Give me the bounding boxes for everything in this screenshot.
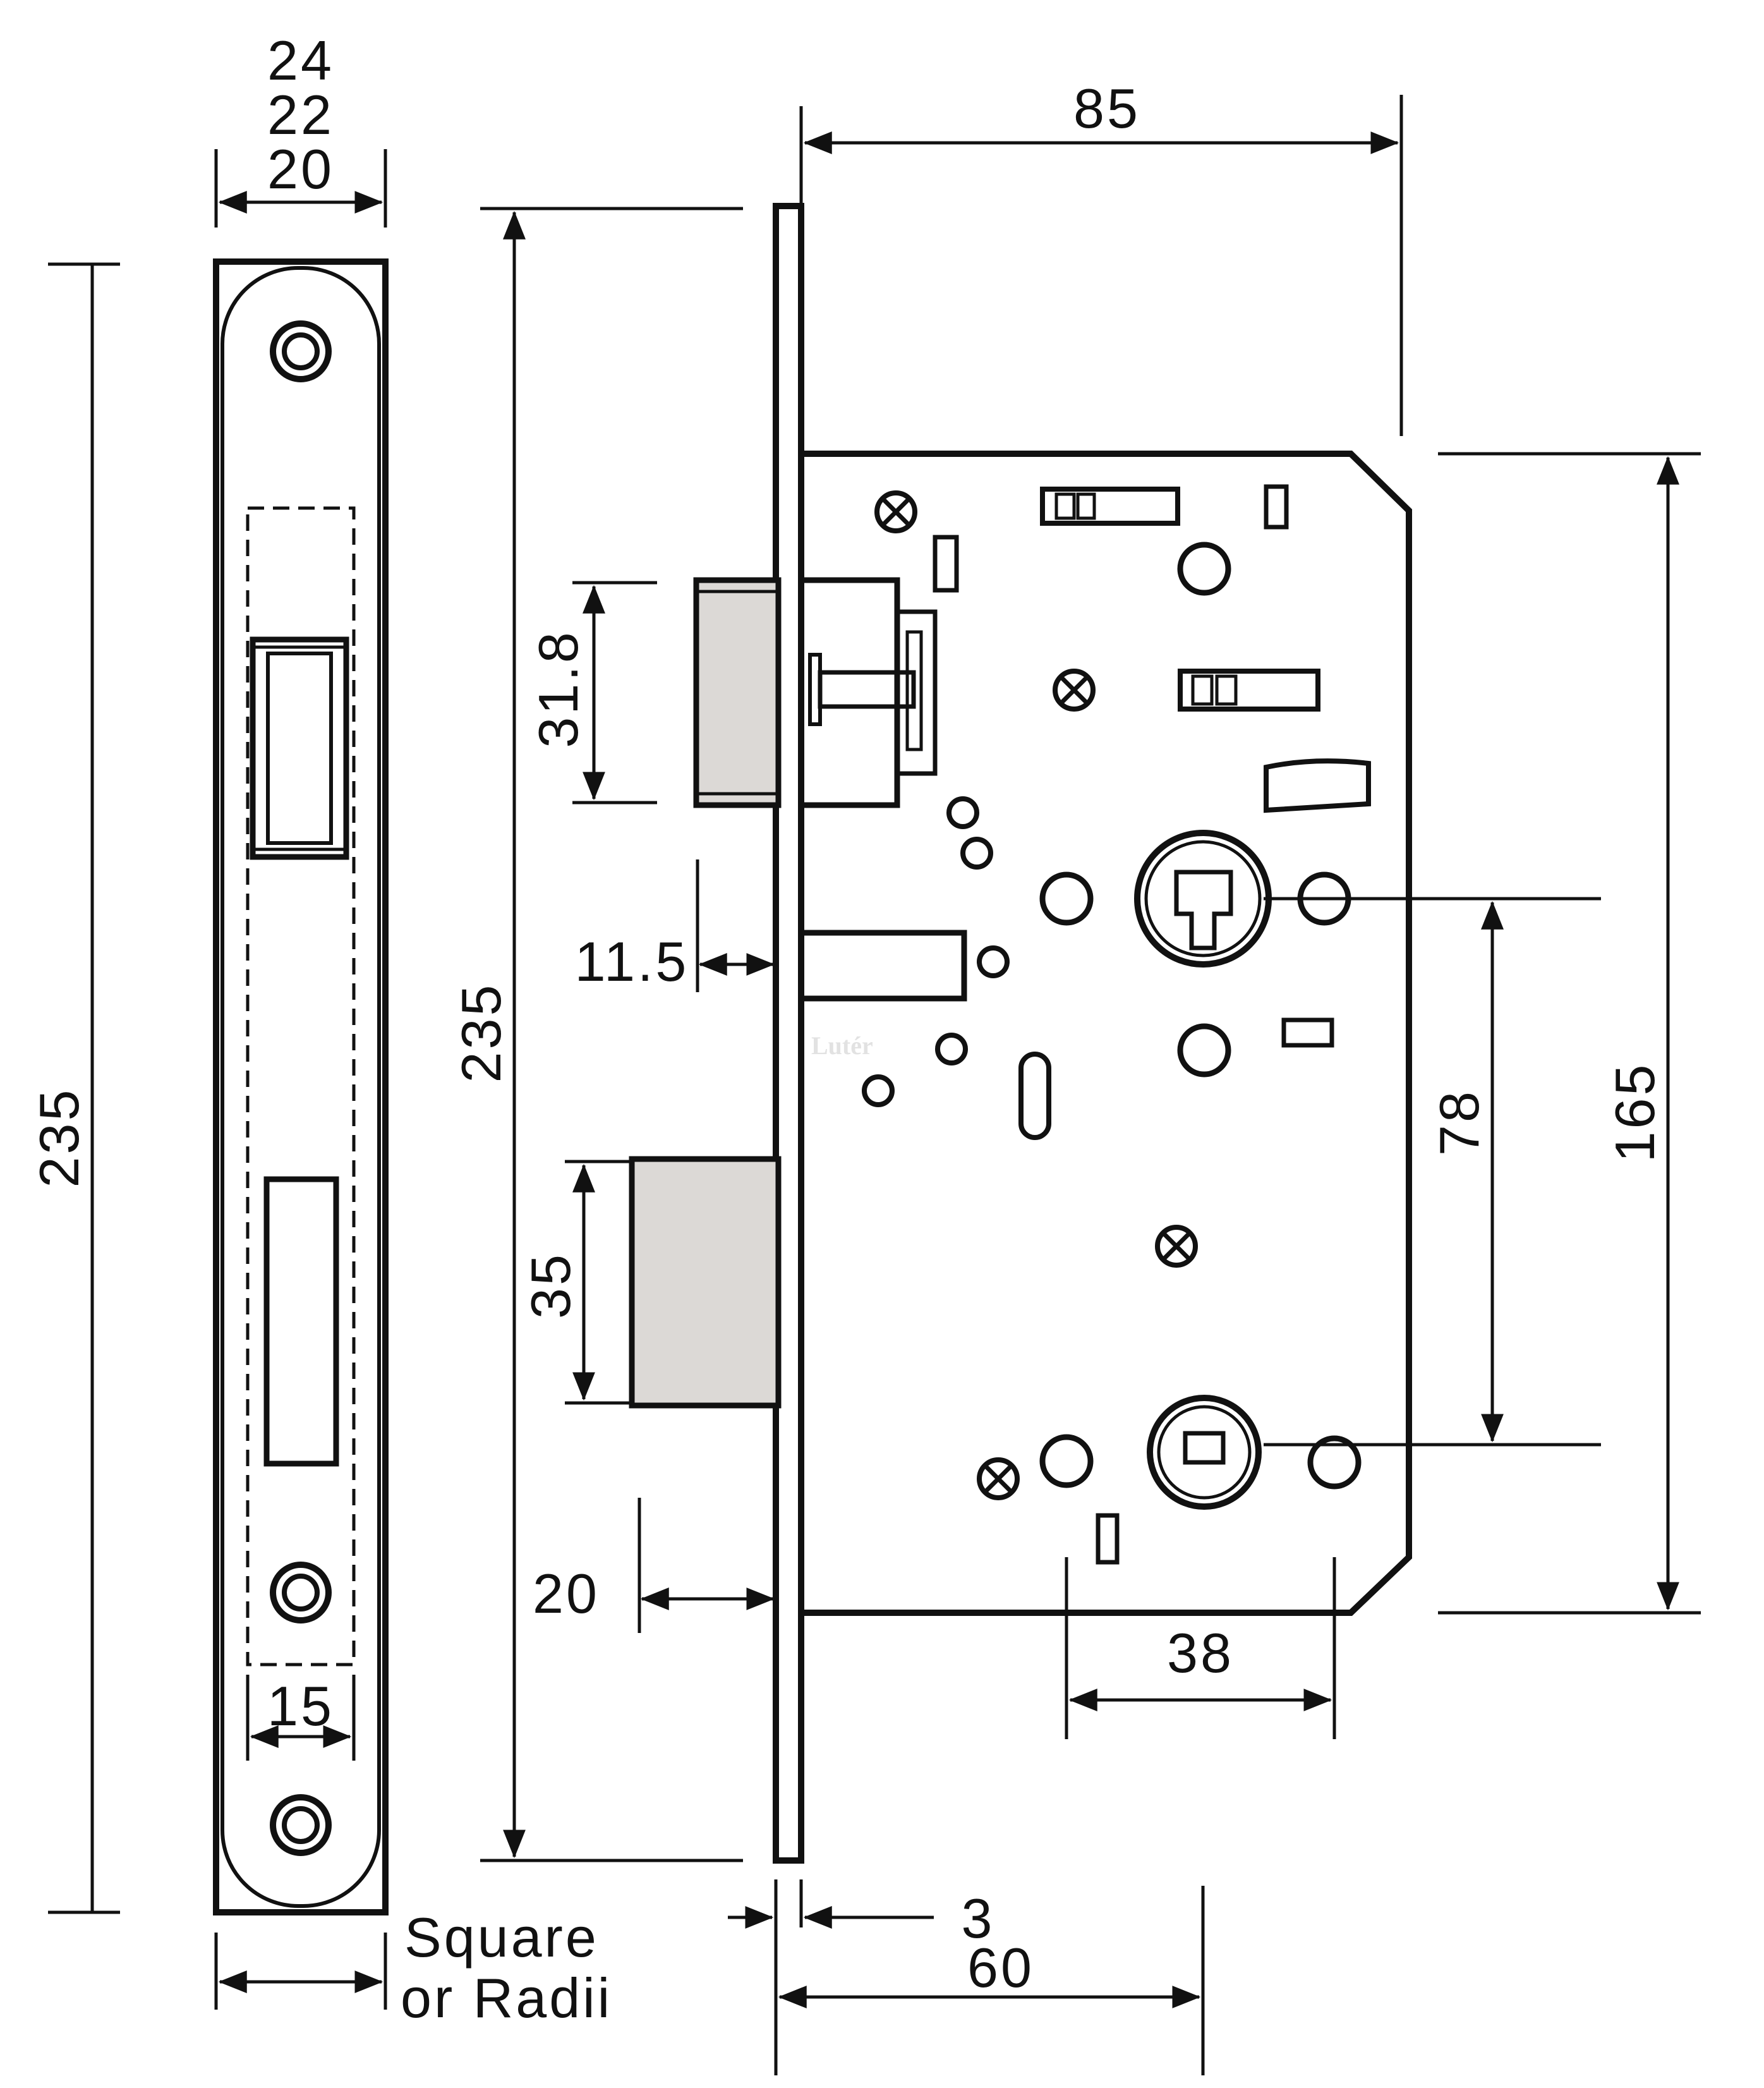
dimension-31-8 [572, 581, 657, 804]
forend-plate-side [773, 203, 804, 1864]
faceplate-corner-note-square: Square [404, 1906, 599, 1969]
watermark-text: Lutér [811, 1031, 873, 1060]
dimension-11-5 [696, 859, 775, 992]
faceplate-width-dimension [214, 149, 387, 228]
lock-case-outline [801, 451, 1412, 1616]
dimension-78-label: 78 [1428, 1089, 1490, 1156]
dimension-3-label: 3 [962, 1887, 995, 1950]
faceplate-inner-width-dimension [246, 1675, 356, 1761]
case-slots [933, 484, 1371, 1565]
faceplate-width-label-20: 20 [267, 138, 334, 200]
faceplate-front-view: 24 22 20 235 15 Square or Radii [28, 29, 612, 2029]
deadbolt [629, 1156, 782, 1409]
case-holes [862, 542, 1362, 1490]
dimension-3 [728, 1879, 934, 2075]
dimension-85 [799, 95, 1403, 436]
dimension-78 [1264, 897, 1601, 1447]
dimension-35-label: 35 [519, 1252, 582, 1319]
dimension-85-label: 85 [1073, 77, 1140, 140]
dimension-11-5-label: 11.5 [575, 930, 689, 993]
dimension-35 [565, 1160, 632, 1405]
faceplate-latch-opening [250, 636, 349, 860]
faceplate-width-label-22: 22 [267, 83, 334, 146]
lock-body-side-view: Lutér 85 235 31.8 11.5 [450, 77, 1701, 2075]
latch-bolt [693, 577, 938, 808]
faceplate-inner-width-label: 15 [267, 1675, 334, 1737]
case-screw-4 [977, 1457, 1020, 1500]
faceplate-mounting-dashed [246, 506, 356, 1666]
faceplate-screw-bottom [270, 1794, 332, 1856]
faceplate-deadbolt-opening [263, 1176, 339, 1467]
dimension-235-body [480, 207, 743, 1862]
case-screw-2 [1053, 669, 1096, 712]
case-screw-1 [874, 490, 917, 533]
dimension-165 [1438, 452, 1701, 1615]
dimension-38-label: 38 [1167, 1622, 1234, 1684]
faceplate-screw-top [270, 320, 332, 382]
faceplate-inner-rounded [220, 266, 381, 1908]
dimension-60-label: 60 [967, 1936, 1034, 1999]
follower-spindle-hub [1134, 830, 1272, 968]
faceplate-height-label: 235 [28, 1088, 90, 1188]
case-screw-3 [1155, 1225, 1198, 1268]
faceplate-outer [213, 258, 389, 1915]
dimension-165-label: 165 [1604, 1062, 1666, 1163]
thumbturn-hub [1147, 1395, 1262, 1510]
faceplate-height-dimension [48, 262, 120, 1914]
dimension-20-throw [637, 1498, 775, 1633]
faceplate-screw-middle [270, 1562, 332, 1624]
faceplate-bottom-dimension [214, 1933, 387, 2010]
dimension-38 [1065, 1557, 1336, 1739]
faceplate-width-label-24: 24 [267, 29, 334, 92]
auxiliary-latch [798, 930, 967, 1002]
dimension-235-body-label: 235 [450, 983, 512, 1083]
dimension-31-8-label: 31.8 [527, 629, 589, 748]
faceplate-corner-note-radii: or Radii [401, 1967, 612, 2029]
dimension-20-throw-label: 20 [533, 1562, 600, 1625]
dimension-60 [778, 1886, 1205, 2075]
